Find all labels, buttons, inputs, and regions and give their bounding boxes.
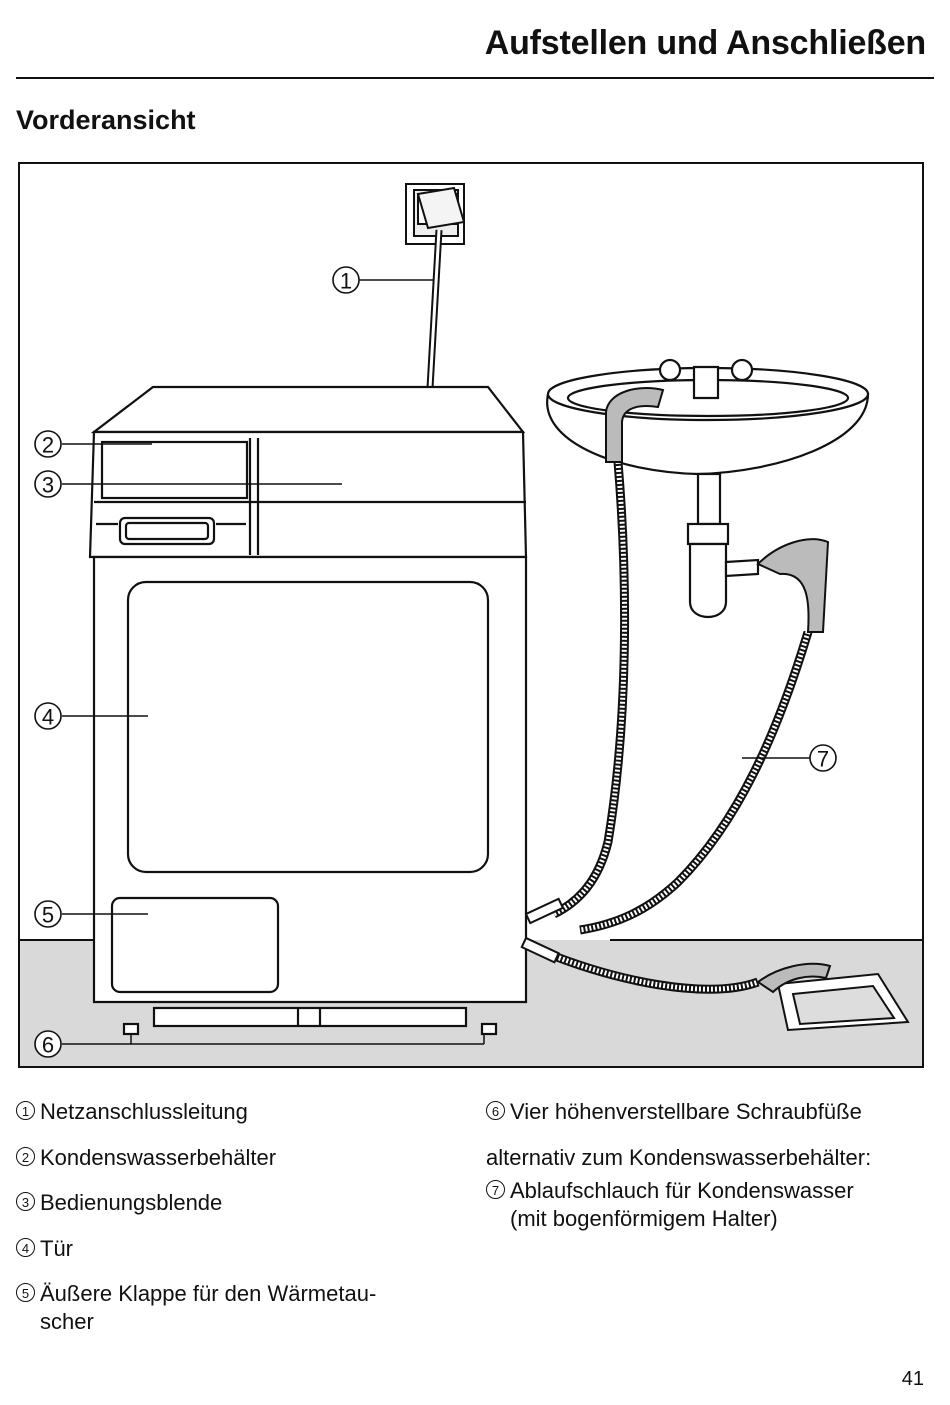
legend-item-4: 4 Tür bbox=[16, 1235, 456, 1263]
dryer-front-view-illustration: 1 2 3 4 5 6 7 bbox=[18, 162, 924, 1068]
legend-number: 7 bbox=[486, 1180, 505, 1199]
legend-item-6: 6 Vier höhenverstellbare Schraubfüße bbox=[486, 1098, 936, 1126]
legend-note: alternativ zum Kondenswasserbehälter: bbox=[486, 1144, 872, 1170]
legend-text: Vier höhenverstellbare Schraubfüße bbox=[510, 1099, 862, 1124]
legend-item-2: 2 Kondenswasserbehälter bbox=[16, 1144, 456, 1172]
legend-item-5: 5 Äußere Klappe für den Wärmetau- scher bbox=[16, 1280, 456, 1335]
header-divider bbox=[16, 77, 934, 79]
section-title: Vorderansicht bbox=[16, 105, 196, 135]
legend-text-secondary: (mit bogenförmigem Halter) bbox=[510, 1205, 778, 1231]
legend-text: Äußere Klappe für den Wärmetau- scher bbox=[40, 1281, 377, 1334]
wall-socket bbox=[405, 183, 466, 245]
legend-number: 6 bbox=[486, 1101, 505, 1120]
drain-hose-left bbox=[551, 461, 630, 919]
legend-text-block: Ablaufschlauch für Kondenswasser (mit bo… bbox=[510, 1177, 936, 1232]
callout-6: 6 bbox=[42, 1033, 54, 1058]
dryer bbox=[88, 385, 528, 1036]
legend-item-3: 3 Bedienungsblende bbox=[16, 1189, 456, 1217]
legend-number: 1 bbox=[16, 1101, 35, 1120]
legend-text: Ablaufschlauch für Kondenswasser bbox=[510, 1178, 854, 1203]
callout-2: 2 bbox=[42, 433, 54, 458]
legend-number: 3 bbox=[16, 1192, 35, 1211]
callout-3: 3 bbox=[42, 473, 54, 498]
callout-1: 1 bbox=[340, 269, 352, 294]
legend-item-1: 1 Netzanschlussleitung bbox=[16, 1098, 456, 1126]
legend-number: 4 bbox=[16, 1237, 35, 1257]
page-header-title: Aufstellen und Anschließen bbox=[484, 24, 926, 62]
legend-number: 2 bbox=[16, 1146, 35, 1166]
legend-text: Kondenswasserbehälter bbox=[40, 1144, 277, 1170]
legend-right: 6 Vier höhenverstellbare Schraubfüße alt… bbox=[486, 1098, 936, 1250]
legend-number: 5 bbox=[16, 1283, 35, 1302]
callout-5: 5 bbox=[42, 903, 54, 928]
callout-4: 4 bbox=[42, 705, 54, 730]
legend-left: 1 Netzanschlussleitung 2 Kondenswasserbe… bbox=[16, 1098, 456, 1353]
legend-text: Netzanschlussleitung bbox=[40, 1099, 248, 1124]
callout-7: 7 bbox=[817, 747, 829, 772]
page-number: 41 bbox=[901, 1368, 924, 1390]
floor-drain bbox=[756, 962, 910, 1032]
legend-text: Tür bbox=[40, 1235, 73, 1261]
legend-text: Bedienungsblende bbox=[40, 1190, 223, 1215]
legend-item-7: 7 Ablaufschlauch für Kondenswasser (mit … bbox=[486, 1177, 936, 1232]
